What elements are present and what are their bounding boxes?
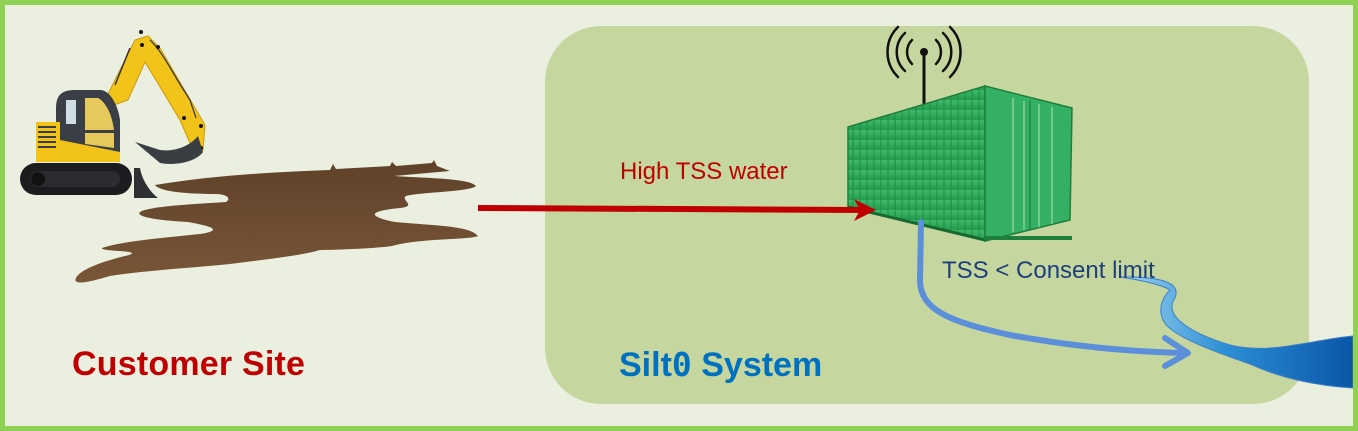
silt0-system-label-suffix: System <box>691 346 823 384</box>
silt0-system-label-prefix: Silt <box>619 346 672 384</box>
mud-spill-icon <box>75 160 478 283</box>
excavator-icon <box>20 30 206 198</box>
inflow-label: High TSS water <box>620 158 788 185</box>
silt0-system-label: Silt0 System <box>619 345 822 385</box>
customer-site-label: Customer Site <box>72 345 306 383</box>
silt0-system-label-zero: 0 <box>671 345 692 384</box>
outflow-label: TSS < Consent limit <box>942 257 1155 284</box>
outflow-arrow <box>917 219 1191 369</box>
wireless-antenna-icon <box>886 25 962 106</box>
shipping-container-icon <box>847 84 1073 242</box>
inflow-arrow <box>477 199 876 221</box>
river-icon <box>1119 276 1353 389</box>
